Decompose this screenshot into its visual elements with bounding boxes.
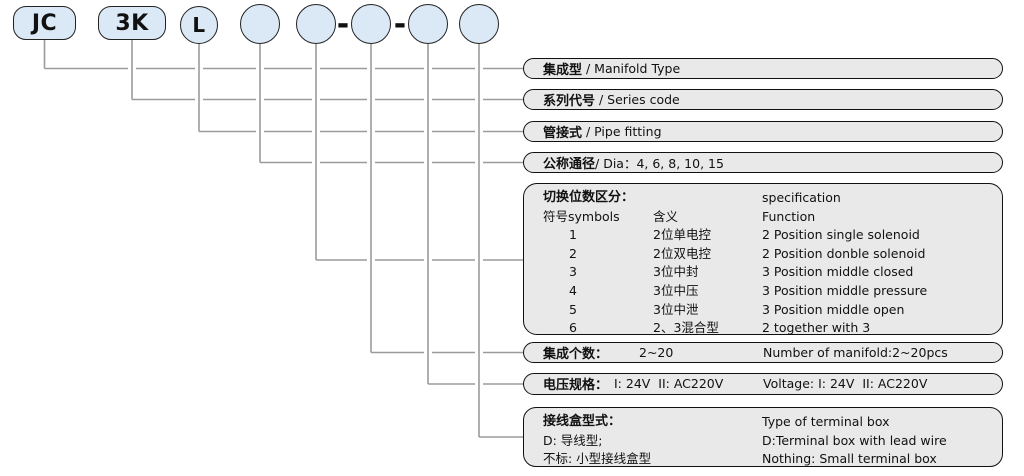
spec-function: 2 together with 3	[762, 320, 871, 336]
code-part-circle-count	[351, 4, 391, 44]
code-part-3k: 3K	[98, 6, 166, 40]
callout-label-en: Voltage: I: 24V II: AC220V	[763, 376, 928, 392]
code-separator-dash: -	[393, 6, 407, 42]
callout-label-en: Number of manifold:2~20pcs	[763, 344, 948, 360]
code-part-circle-dia	[240, 4, 280, 44]
spec-row: 4 3位中压 3 Position middle pressure	[543, 282, 1002, 301]
callout-label-en: / Pipe fitting	[582, 124, 662, 139]
spec-header-row: 符号symbols 含义 Function	[543, 208, 1002, 227]
spec-meaning: 2、3混合型	[653, 320, 719, 336]
callout-label-en: / Manifold Type	[582, 61, 681, 76]
spec-function: 2 Position single solenoid	[762, 227, 920, 243]
terminal-box-row: D: 导线型; D:Terminal box with lead wire	[543, 432, 1002, 451]
terminal-label-zh: 接线盒型式：	[543, 414, 622, 429]
terminal-box-row: 不标: 小型接线盒型 Nothing: Small terminal box	[543, 450, 1002, 469]
code-part-jc: JC	[13, 6, 76, 40]
spec-symbol: 5	[569, 301, 577, 317]
terminal-box-row: 接线盒型式： Type of terminal box	[543, 413, 1002, 432]
spec-symbol: 4	[569, 282, 577, 298]
code-separator-dash: -	[336, 6, 350, 42]
spec-meaning: 3位中压	[653, 282, 699, 298]
spec-col-meaning: 含义	[653, 208, 679, 224]
spec-meaning: 3位中封	[653, 264, 699, 280]
callout-pipe-fitting: 管接式 / Pipe fitting	[523, 121, 1003, 142]
terminal-label-en: Type of terminal box	[762, 414, 890, 429]
callout-label-zh: 系列代号	[543, 94, 596, 109]
terminal-label-zh: 不标: 小型接线盒型	[543, 451, 652, 467]
terminal-label-zh: D: 导线型;	[543, 432, 603, 448]
spec-symbol: 3	[569, 264, 577, 280]
callout-voltage-spec: 电压规格： I: 24V II: AC220V Voltage: I: 24V …	[523, 373, 1003, 395]
code-part-l: L	[180, 6, 218, 44]
spec-row: 2 2位双电控 2 Position donble solenoid	[543, 245, 1002, 264]
callout-label-zh: 集成型	[543, 63, 583, 78]
spec-row: 5 3位中泄 3 Position middle open	[543, 301, 1002, 320]
spec-symbol: 1	[569, 227, 577, 243]
callout-label-zh: 公称通径	[543, 157, 596, 172]
callout-position-spec: 切换位数区分： specification 符号symbols 含义 Funct…	[523, 183, 1003, 335]
spec-title-row: 切换位数区分： specification	[543, 189, 1002, 208]
spec-meaning: 2位双电控	[653, 245, 711, 261]
spec-row: 3 3位中封 3 Position middle closed	[543, 263, 1002, 282]
spec-title-en: specification	[762, 190, 841, 205]
terminal-label-en: Nothing: Small terminal box	[762, 451, 937, 467]
terminal-label-en: D:Terminal box with lead wire	[762, 432, 947, 448]
spec-row: 6 2、3混合型 2 together with 3	[543, 319, 1002, 338]
callout-label-en: / Series code	[595, 92, 680, 107]
callout-nominal-diameter: 公称通径/ Dia：4, 6, 8, 10, 15	[523, 152, 1003, 173]
callout-label-zh: 集成个数：	[543, 346, 609, 362]
spec-meaning: 2位单电控	[653, 227, 711, 243]
callout-manifold-count: 集成个数： 2~20 Number of manifold:2~20pcs	[523, 342, 1003, 363]
callout-label-en: / Dia：4, 6, 8, 10, 15	[595, 156, 724, 171]
callout-label-zh: 电压规格：	[543, 378, 609, 394]
spec-function: 2 Position donble solenoid	[762, 245, 926, 261]
code-part-circle-terminal	[459, 4, 499, 44]
spec-function: 3 Position middle closed	[762, 264, 914, 280]
spec-meaning: 3位中泄	[653, 301, 699, 317]
callout-value: I: 24V II: AC220V	[614, 376, 724, 392]
spec-col-function: Function	[762, 208, 816, 224]
spec-function: 3 Position middle pressure	[762, 282, 928, 298]
code-part-circle-position	[296, 4, 336, 44]
spec-symbol: 2	[569, 245, 577, 261]
spec-title-zh: 切换位数区分：	[543, 190, 635, 205]
code-part-circle-voltage	[408, 4, 448, 44]
callout-series-code: 系列代号 / Series code	[523, 89, 1003, 110]
callout-value: 2~20	[639, 344, 674, 360]
callout-terminal-box: 接线盒型式： Type of terminal box D: 导线型; D:Te…	[523, 407, 1003, 467]
spec-function: 3 Position middle open	[762, 301, 905, 317]
spec-row: 1 2位单电控 2 Position single solenoid	[543, 226, 1002, 245]
callout-label-zh: 管接式	[543, 126, 583, 141]
spec-col-symbol: 符号symbols	[543, 208, 620, 224]
callout-manifold-type: 集成型 / Manifold Type	[523, 58, 1003, 79]
spec-symbol: 6	[569, 320, 577, 336]
